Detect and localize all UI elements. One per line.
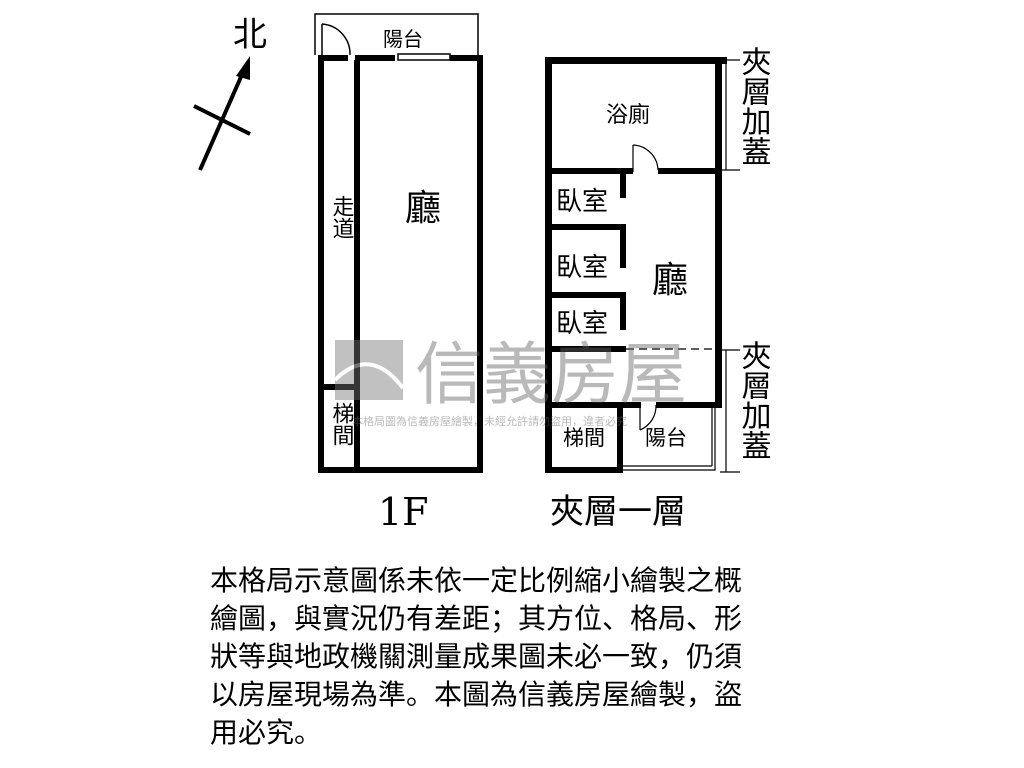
floor-title-1f: 1F	[378, 490, 429, 534]
north-arrow-icon	[193, 56, 251, 171]
watermark-notice: 本格局圖為信義房屋繪製，未經允許請勿盜用，違者必究	[352, 414, 627, 428]
room-hall-1f: 廳	[405, 188, 441, 229]
room-corridor-1f: 走道	[329, 195, 355, 239]
disclaimer-line: 本格局示意圖係未依一定比例縮小繪製之概	[210, 564, 743, 597]
disclaimer-line: 狀等與地政機關測量成果圖未必一致，仍須	[210, 640, 743, 673]
floor-title-mezzanine: 夾層一層	[550, 492, 686, 532]
room-bath: 浴廁	[606, 103, 650, 128]
room-stairs-mezzanine: 梯間	[563, 426, 605, 450]
room-balcony-mezzanine: 陽台	[645, 426, 687, 450]
room-bedroom-1: 臥室	[556, 187, 608, 217]
plan-1f: 陽台 廳 走道 梯間 1F	[314, 13, 483, 534]
north-label: 北	[233, 15, 267, 55]
annotation-top: 夾層加蓋	[736, 46, 772, 166]
disclaimer-text: 本格局示意圖係未依一定比例縮小繪製之概 繪圖，與實況仍有差距；其方位、格局、形 …	[210, 562, 830, 752]
plan-mezzanine: 浴廁 臥室 臥室 臥室 廳 梯間 陽台 夾層加蓋 夾層加蓋 夾層一層	[545, 46, 772, 532]
watermark: 信義房屋 本格局圖為信義房屋繪製，未經允許請勿盜用，違者必究	[333, 336, 687, 428]
disclaimer-line: 以房屋現場為準。本圖為信義房屋繪製，盜	[210, 678, 743, 711]
disclaimer-line: 用必究。	[210, 716, 323, 749]
watermark-brand: 信義房屋	[415, 336, 687, 415]
room-bedroom-3: 臥室	[556, 309, 608, 339]
disclaimer-line: 繪圖，與實況仍有差距；其方位、格局、形	[210, 602, 743, 635]
room-bedroom-2: 臥室	[556, 253, 608, 283]
room-stairs-1f: 梯間	[329, 402, 355, 446]
brand-logo-icon	[335, 340, 403, 400]
annotation-bottom: 夾層加蓋	[736, 340, 772, 460]
room-hall-mezzanine: 廳	[652, 260, 688, 301]
room-balcony-1f: 陽台	[383, 27, 423, 51]
